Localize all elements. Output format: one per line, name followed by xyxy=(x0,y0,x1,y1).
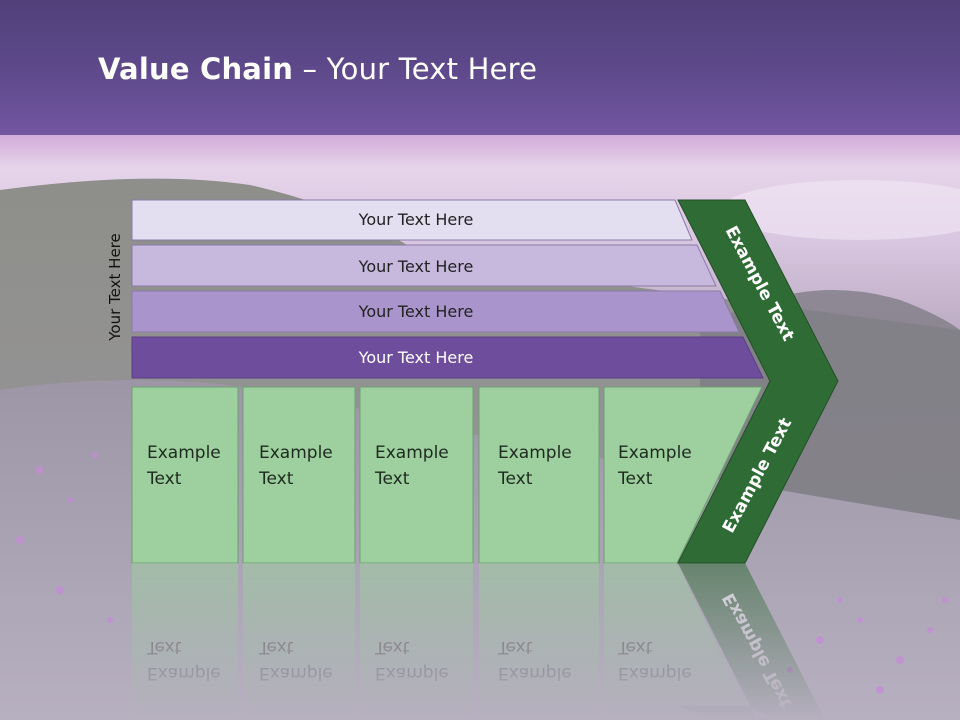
activity-box-2-line1: Example xyxy=(259,443,333,463)
activity-box-3-shape xyxy=(359,386,474,564)
activity-box-1-line1: Example xyxy=(147,443,221,463)
margin-chevron: Example Text Example Text xyxy=(677,199,839,564)
activity-box-5: Example Text xyxy=(603,386,763,564)
reflection-text-3b: Text xyxy=(374,637,410,657)
primary-activities: Example Text Example Text Example Text E… xyxy=(131,386,763,564)
support-bars: Your Text Here Your Text Here Your Text … xyxy=(131,199,764,379)
page-title: Value Chain – Your Text Here xyxy=(98,52,537,86)
support-bar-4-shape xyxy=(131,336,764,379)
reflection-box-4 xyxy=(479,563,599,720)
reflection-box-2 xyxy=(243,563,355,720)
title-band xyxy=(0,0,960,135)
reflection-text-2b: Text xyxy=(258,637,294,657)
support-bar-4: Your Text Here xyxy=(131,336,764,379)
activity-box-2: Example Text xyxy=(242,386,356,564)
reflection-chevron xyxy=(678,563,826,720)
reflection-text-3a: Example xyxy=(375,663,449,683)
activity-box-3: Example Text xyxy=(359,386,474,564)
reflection-text-2a: Example xyxy=(259,663,333,683)
reflection-text-1b: Text xyxy=(146,637,182,657)
title-bold: Value Chain xyxy=(98,52,294,86)
activity-box-2-line2: Text xyxy=(258,469,294,489)
support-bar-2-label: Your Text Here xyxy=(358,257,474,276)
support-bar-2-shape xyxy=(131,244,717,287)
activity-box-5-line2: Text xyxy=(617,469,653,489)
reflection-box-3 xyxy=(360,563,473,720)
reflection-text-1a: Example xyxy=(147,663,221,683)
reflection-box-5 xyxy=(604,563,753,720)
support-bar-2: Your Text Here xyxy=(131,244,717,287)
support-bar-3-label: Your Text Here xyxy=(358,302,474,321)
activity-box-5-line1: Example xyxy=(618,443,692,463)
support-bar-1-shape xyxy=(131,199,693,241)
reflection: Example Text Example Text Example Text E… xyxy=(132,563,826,720)
support-bar-1: Your Text Here xyxy=(131,199,693,241)
support-bar-1-label: Your Text Here xyxy=(358,210,474,229)
activity-box-4-line1: Example xyxy=(498,443,572,463)
reflection-box-1 xyxy=(132,563,238,720)
reflection-text-5b: Text xyxy=(617,637,653,657)
activity-box-4: Example Text xyxy=(478,386,600,564)
activity-box-4-line2: Text xyxy=(497,469,533,489)
activity-box-4-shape xyxy=(478,386,600,564)
support-bar-3: Your Text Here xyxy=(131,290,740,333)
support-bar-3-shape xyxy=(131,290,740,333)
activity-box-1-shape xyxy=(131,386,239,564)
reflection-text-4b: Text xyxy=(497,637,533,657)
activity-box-2-shape xyxy=(242,386,356,564)
activity-box-1-line2: Text xyxy=(146,469,182,489)
activity-box-3-line1: Example xyxy=(375,443,449,463)
title-rest: – Your Text Here xyxy=(293,52,538,86)
support-bar-4-label: Your Text Here xyxy=(358,348,474,367)
reflection-text-5a: Example xyxy=(618,663,692,683)
activity-box-1: Example Text xyxy=(131,386,239,564)
reflection-text-4a: Example xyxy=(498,663,572,683)
activity-box-3-line2: Text xyxy=(374,469,410,489)
